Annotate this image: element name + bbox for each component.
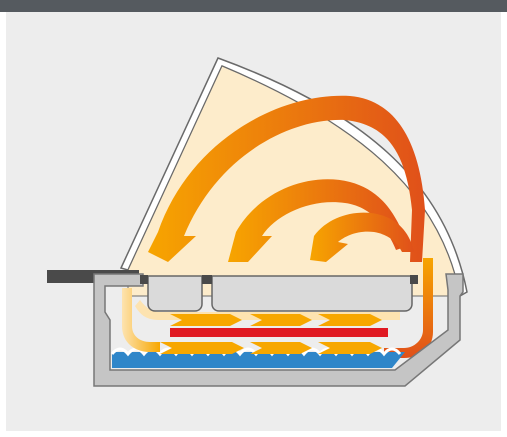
heat-flow-arrow-icon: [148, 95, 433, 358]
heating-element-icon: [170, 328, 388, 337]
gastronorm-containers: [140, 275, 418, 312]
top-bar: [0, 0, 507, 12]
vapor-flow-arrows: [122, 288, 400, 354]
basin: [93, 273, 464, 387]
